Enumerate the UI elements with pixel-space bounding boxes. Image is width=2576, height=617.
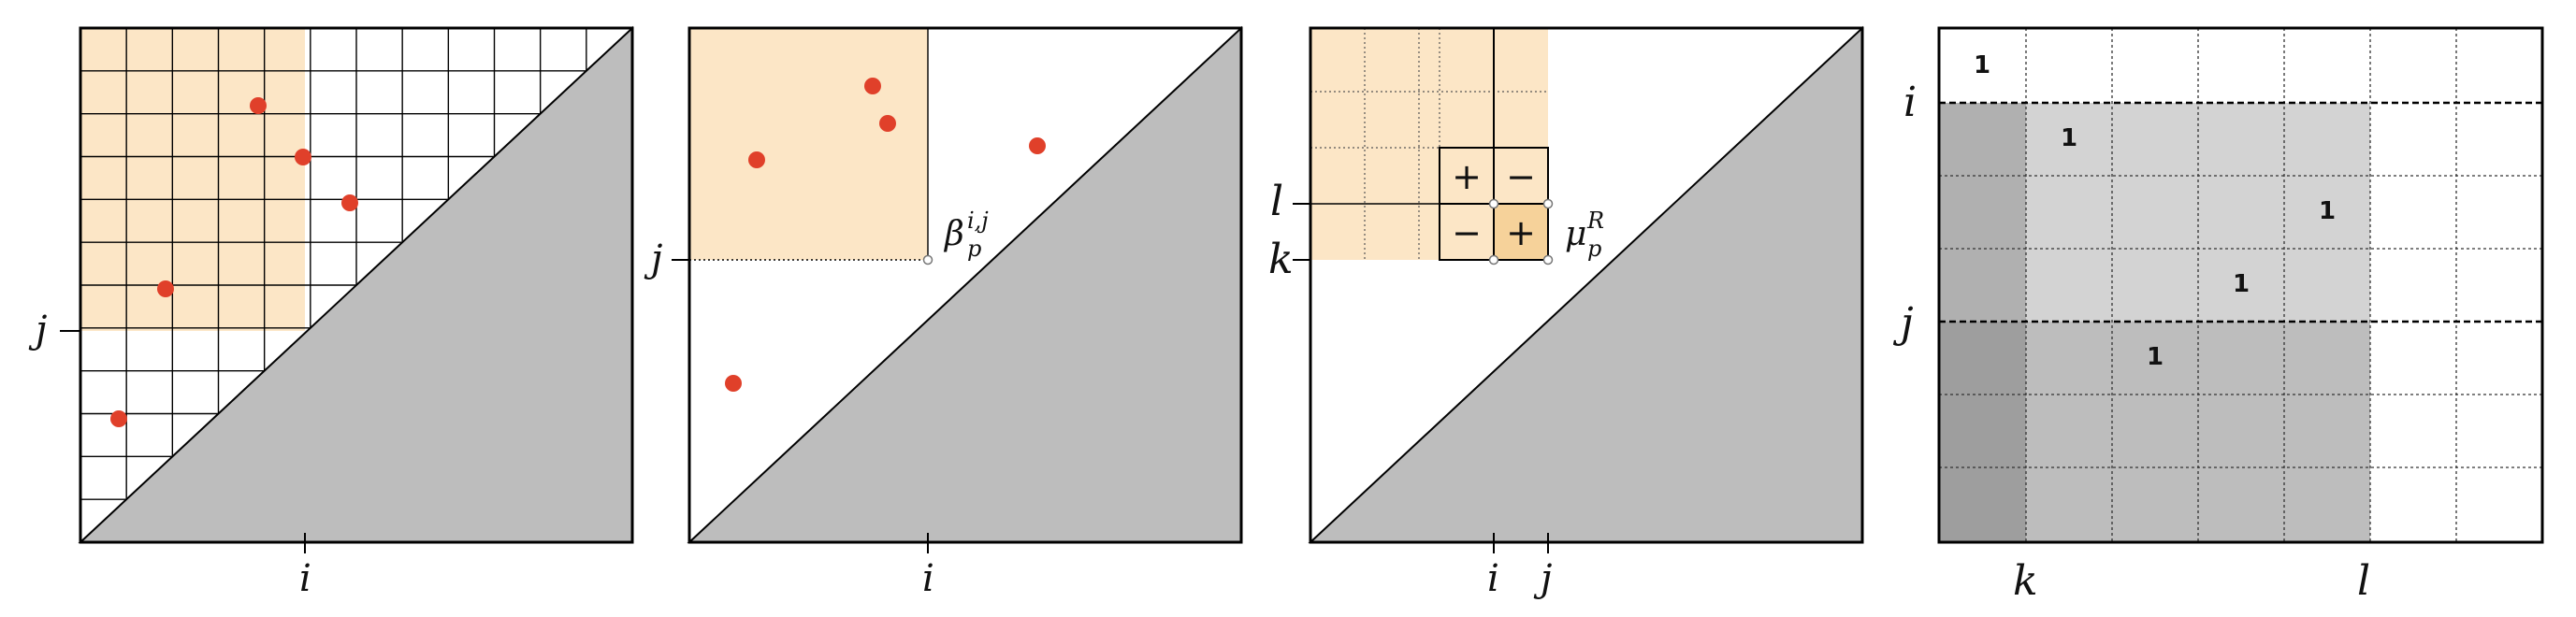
panel-1-frame (79, 26, 634, 544)
panel-2-annotation-beta-sub: p (967, 236, 981, 262)
panel-4-row-label-i: i (1903, 79, 1917, 126)
panel-2-point (864, 78, 881, 94)
panel-4-cell-value: 1 (2319, 197, 2336, 225)
panel-3-sign-minus: − (1506, 156, 1536, 197)
panel-1-point (250, 97, 267, 114)
panel-3-sign-plus: + (1452, 156, 1482, 197)
panel-2-annotation-beta: β (943, 215, 964, 253)
panel-2-point (725, 375, 742, 392)
panel-4-dashed-separators (1939, 101, 2542, 323)
panel-2-frame (687, 26, 1243, 544)
panel-3-axis-label-j: j (1533, 557, 1552, 600)
panel-1-point (295, 149, 311, 165)
panel-1-axis-label-j: j (28, 308, 47, 352)
panel-4-matrix: 1 1 1 1 1 i j k l (1892, 26, 2544, 605)
panel-2-corner-marker (922, 254, 933, 265)
panel-2-diagram: i j β p i,j (644, 25, 1243, 600)
panel-3-axis-label-i: i (1487, 557, 1499, 600)
panel-2-point (1029, 137, 1046, 154)
panel-1-highlight-region (80, 28, 305, 331)
panel-4-dotted-grid (1939, 28, 2542, 542)
panel-1-point (110, 410, 127, 427)
panel-3-axis-label-l: l (1270, 178, 1283, 225)
panel-4-frame (1937, 26, 2544, 544)
panel-3-annotation-mu-sup: R (1586, 208, 1604, 234)
panel-3-frame (1309, 26, 1864, 544)
panel-3-annotation-mu-sub: p (1587, 236, 1601, 262)
panel-3-corner-markers (1488, 198, 1554, 265)
panel-1-point (157, 280, 174, 297)
panel-3-axis-label-k: k (1268, 236, 1294, 283)
panel-3-annotation-mu: μ (1565, 215, 1586, 253)
panel-3-diagram: + − − + i j l k μ p R (1268, 25, 1864, 600)
panel-2-axis-label-i: i (922, 557, 934, 600)
panel-4-cell-value: 1 (2061, 124, 2077, 152)
panel-1-grid-lines (80, 28, 587, 500)
panel-2-point (748, 151, 765, 168)
panel-1-axis-label-i: i (299, 557, 311, 600)
panel-4-cell-value: 1 (1974, 51, 1990, 79)
panel-3-sign-minus: − (1452, 212, 1482, 253)
panel-4-gray-blocks (1939, 103, 2370, 542)
panel-4-col-label-l: l (2357, 557, 2370, 605)
panel-2-point (879, 115, 896, 132)
panel-1-grid-diagram: i j (28, 25, 634, 600)
panel-3-sign-plus: + (1506, 212, 1536, 253)
panel-4-cell-value: 1 (2233, 270, 2250, 298)
panel-3-plus-cell-highlight (1494, 204, 1548, 260)
panel-4-col-label-k: k (2013, 557, 2038, 605)
panel-2-axis-label-j: j (644, 237, 662, 280)
panel-2-highlight-region (689, 28, 928, 260)
panel-4-cell-value: 1 (2147, 343, 2164, 371)
panel-2-annotation-beta-sup: i,j (967, 208, 989, 234)
panel-1-point (341, 194, 358, 211)
panel-4-row-label-j: j (1892, 299, 1914, 347)
